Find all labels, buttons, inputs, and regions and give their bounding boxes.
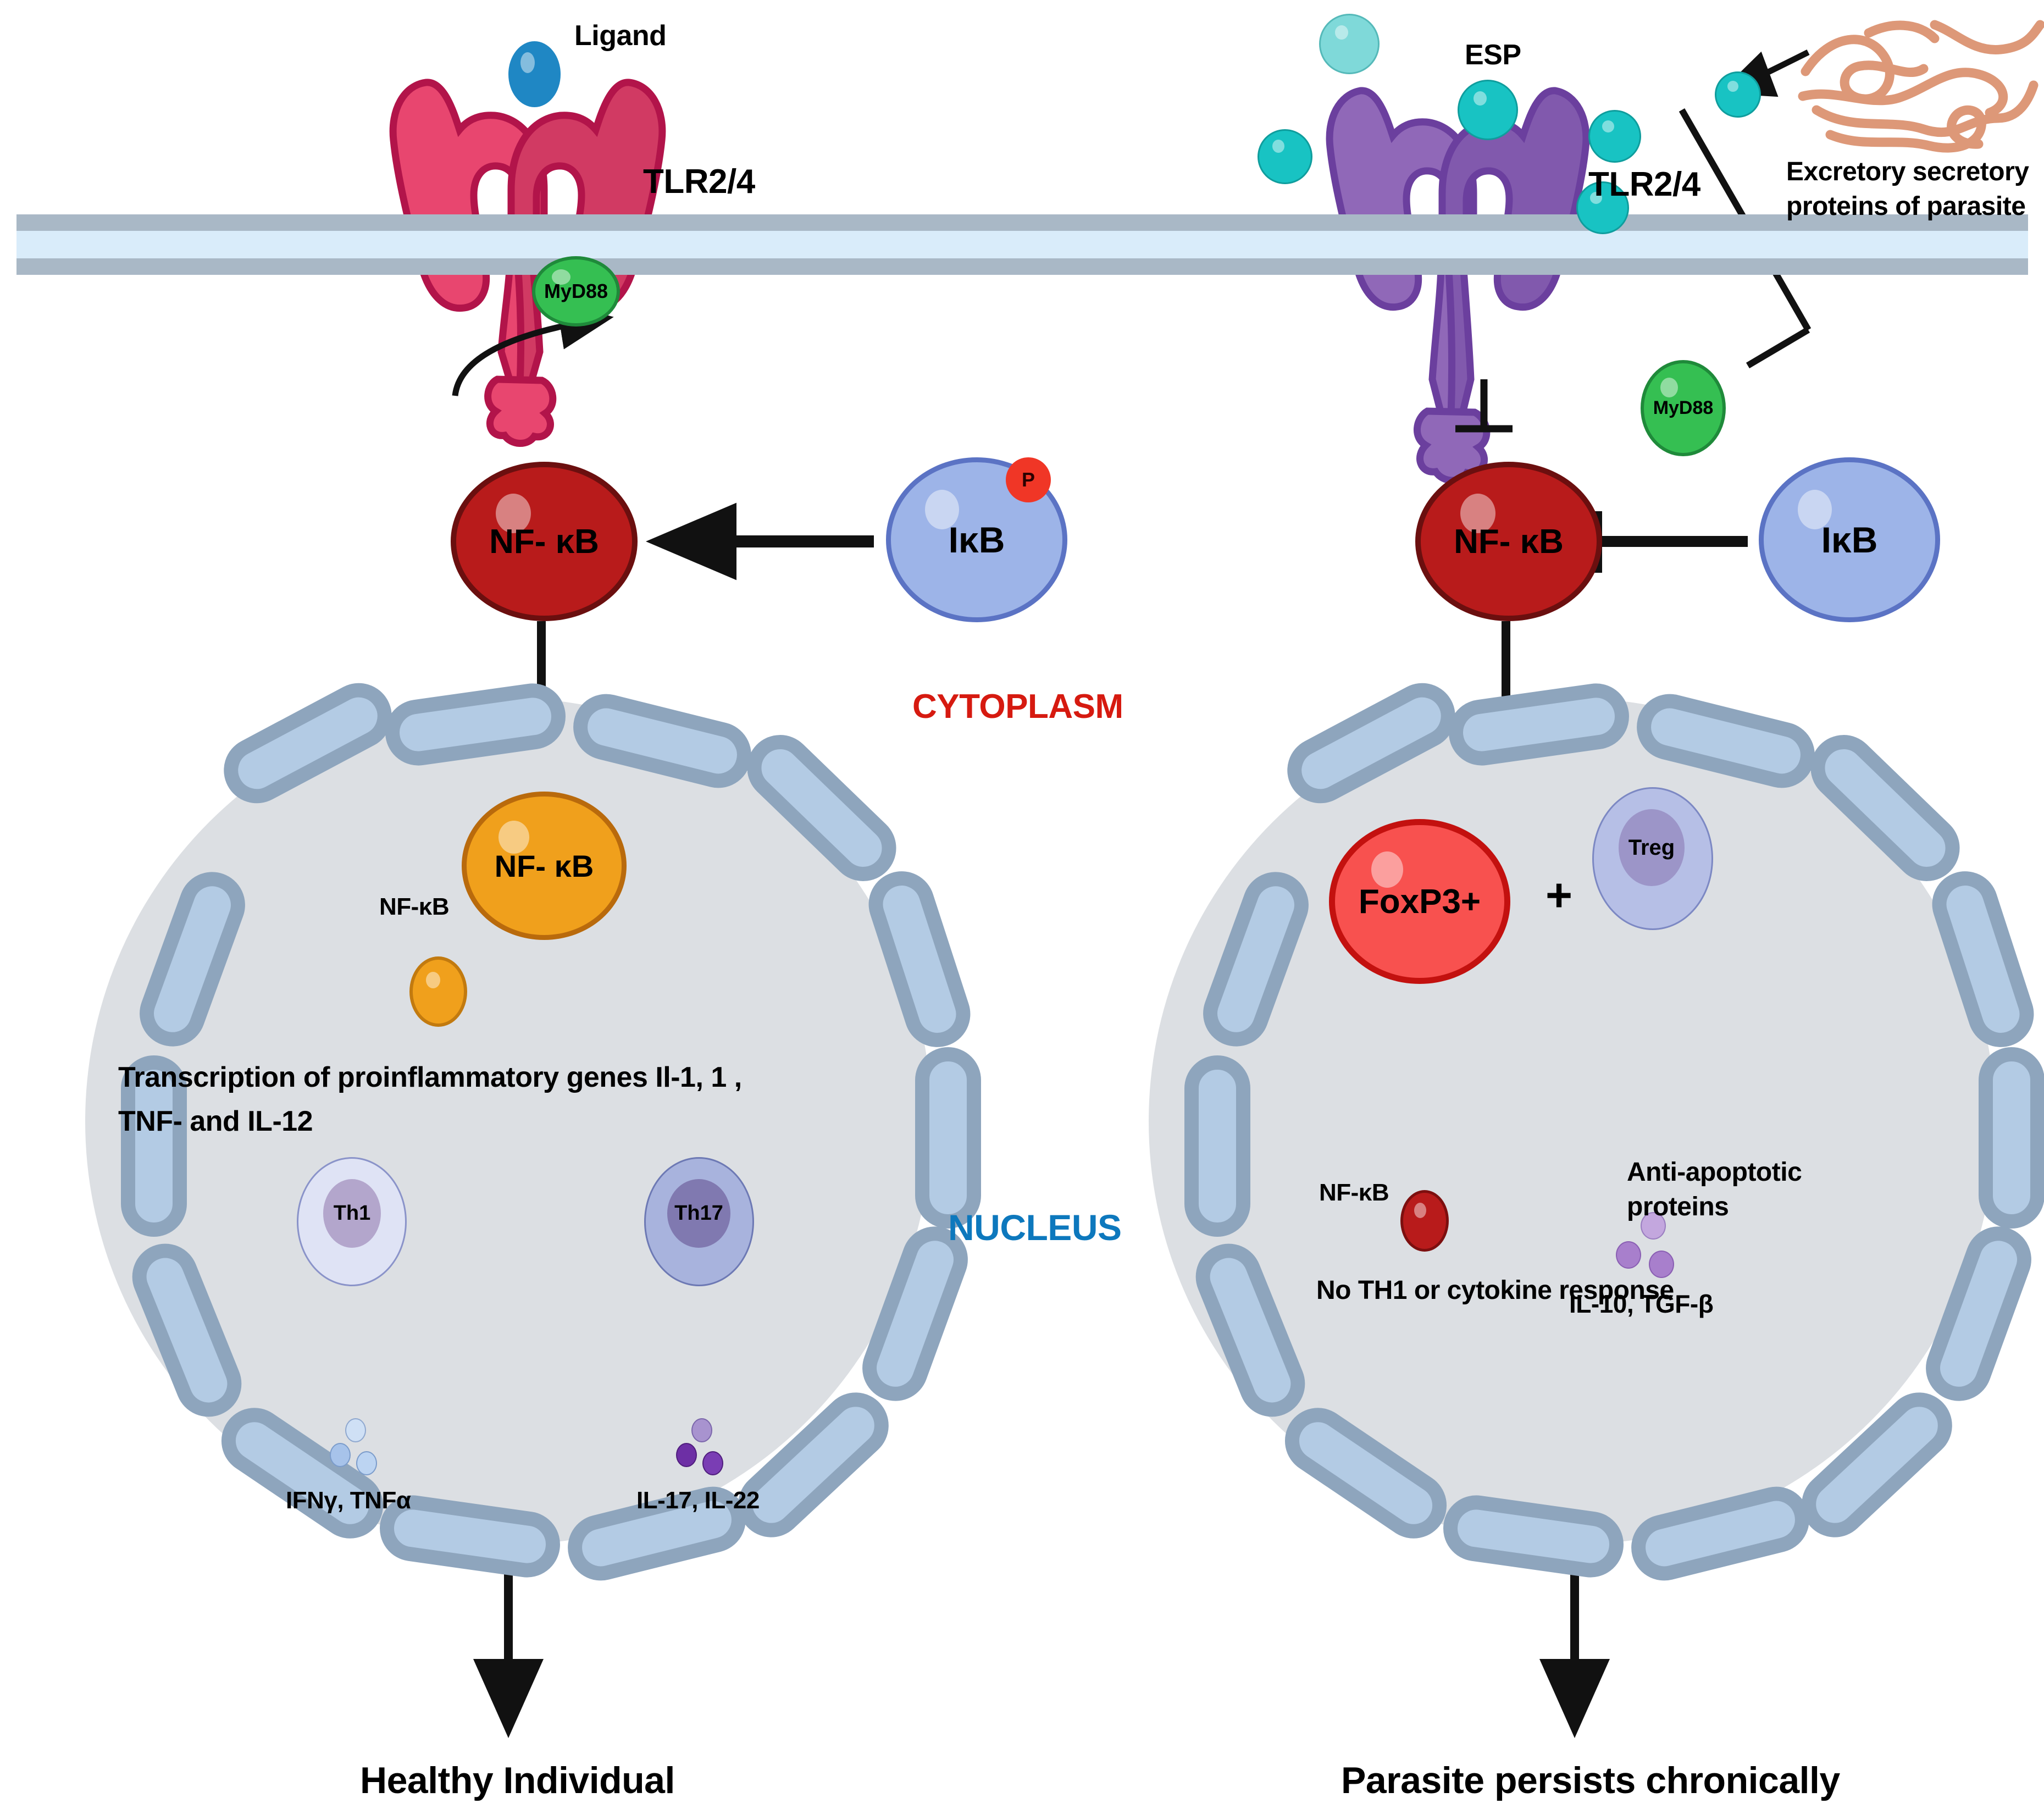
- nfkb-cytoplasm-left: NF- κB: [451, 462, 638, 621]
- esp-molecule-icon: [1588, 110, 1641, 163]
- plasma-membrane: [16, 214, 2028, 275]
- esp-molecule-icon: [1258, 129, 1312, 184]
- treg-nucleus: Treg: [1619, 809, 1685, 886]
- foxp3-label: FoxP3+: [1358, 882, 1481, 921]
- nfkb-cytoplasm-right-label: NF- κB: [1454, 522, 1564, 561]
- myd88-recruit-arrow: [452, 301, 614, 396]
- plus-sign: +: [1546, 869, 1572, 921]
- esp-molecule-icon: [1319, 14, 1380, 74]
- ligand-icon: [508, 41, 561, 107]
- nucleus-label: NUCLEUS: [948, 1207, 1122, 1248]
- phospho-group-icon: P: [1006, 457, 1051, 502]
- cytokine-dot: [676, 1443, 697, 1467]
- nfkb-dna-bound-icon: [409, 956, 467, 1027]
- cytokine-dot: [330, 1443, 351, 1467]
- th1-label: Th1: [333, 1202, 371, 1225]
- foxp3-cell: FoxP3+: [1329, 819, 1510, 984]
- esp-molecule-icon: [1458, 80, 1518, 140]
- receptor-inhibition-bar: [1455, 379, 1513, 433]
- esp-molecule-icon: [1715, 71, 1761, 118]
- anti-apoptotic-label-line2: proteins: [1627, 1192, 1729, 1221]
- esp-molecule-icon: [1576, 181, 1629, 234]
- treg-label: Treg: [1628, 835, 1675, 860]
- th17-nucleus: Th17: [667, 1179, 730, 1248]
- nfkb-dna-label-right: NF-κB: [1319, 1179, 1389, 1206]
- myd88-left-icon: MyD88: [532, 256, 620, 327]
- tlr-receptor-right-icon: [1326, 87, 1590, 484]
- transcription-text-line2: TNF- and IL-12: [118, 1105, 313, 1137]
- ikb-inhibits-nfkb-bar: [1591, 511, 1748, 573]
- cytokine-dot: [1641, 1212, 1666, 1240]
- nuclear-pore: [1184, 1055, 1250, 1237]
- cytoplasm-label: CYTOPLASM: [912, 688, 1123, 726]
- myd88-right-icon: MyD88: [1641, 360, 1726, 456]
- th17-label: Th17: [674, 1202, 723, 1225]
- treg-cytokines-label: IL-10, TGF-β: [1569, 1290, 1714, 1318]
- ikb-left-label: IκB: [948, 519, 1005, 560]
- th1-cytokines-label: IFNγ, TNFα: [286, 1487, 411, 1514]
- nuclear-pore: [1979, 1047, 2044, 1229]
- ligand-label: Ligand: [574, 20, 667, 52]
- cytokine-dot: [1616, 1241, 1641, 1269]
- transcription-text-line1: Transcription of proinflammatory genes I…: [118, 1061, 742, 1093]
- nuclear-pore: [915, 1047, 981, 1229]
- phospho-label: P: [1021, 468, 1035, 491]
- myd88-left-label: MyD88: [544, 280, 608, 302]
- tlr24-label-right: TLR2/4: [1588, 165, 1700, 203]
- no-response-label: No TH1 or cytokine response: [1316, 1276, 1674, 1305]
- cytokine-dot: [702, 1451, 723, 1475]
- cytokine-dot: [1649, 1251, 1674, 1278]
- nfkb-cytoplasm-left-label: NF- κB: [489, 522, 599, 561]
- myd88-right-label: MyD88: [1653, 397, 1714, 418]
- parasite-worms-icon: [1798, 20, 2044, 153]
- nfkb-nuclear-left: NF- κB: [462, 792, 627, 940]
- parasite-outcome-label: Parasite persists chronically: [1341, 1760, 1840, 1801]
- ikb-right: IκB: [1759, 457, 1940, 622]
- nfkb-blocked-icon: [1400, 1190, 1449, 1252]
- tlr24-label-left: TLR2/4: [643, 163, 755, 201]
- healthy-outcome-label: Healthy Individual: [360, 1760, 675, 1801]
- nfkb-dna-label-left: NF-κB: [379, 893, 450, 920]
- anti-apoptotic-label-line1: Anti-apoptotic: [1627, 1158, 1802, 1187]
- th17-cytokines-label: IL-17, IL-22: [636, 1487, 760, 1514]
- cytokine-dot: [345, 1418, 366, 1442]
- ikb-right-label: IκB: [1821, 519, 1878, 560]
- nfkb-cytoplasm-right: NF- κB: [1415, 462, 1602, 621]
- parasite-esp-label-line1: Excretory secretory: [1786, 157, 2029, 186]
- cytokine-dot: [356, 1451, 377, 1475]
- nfkb-nuclear-left-label: NF- κB: [494, 848, 594, 883]
- esp-label: ESP: [1465, 39, 1521, 71]
- parasite-esp-label-line2: proteins of parasite: [1786, 192, 2026, 221]
- th1-nucleus: Th1: [323, 1179, 381, 1248]
- cytokine-dot: [691, 1418, 712, 1442]
